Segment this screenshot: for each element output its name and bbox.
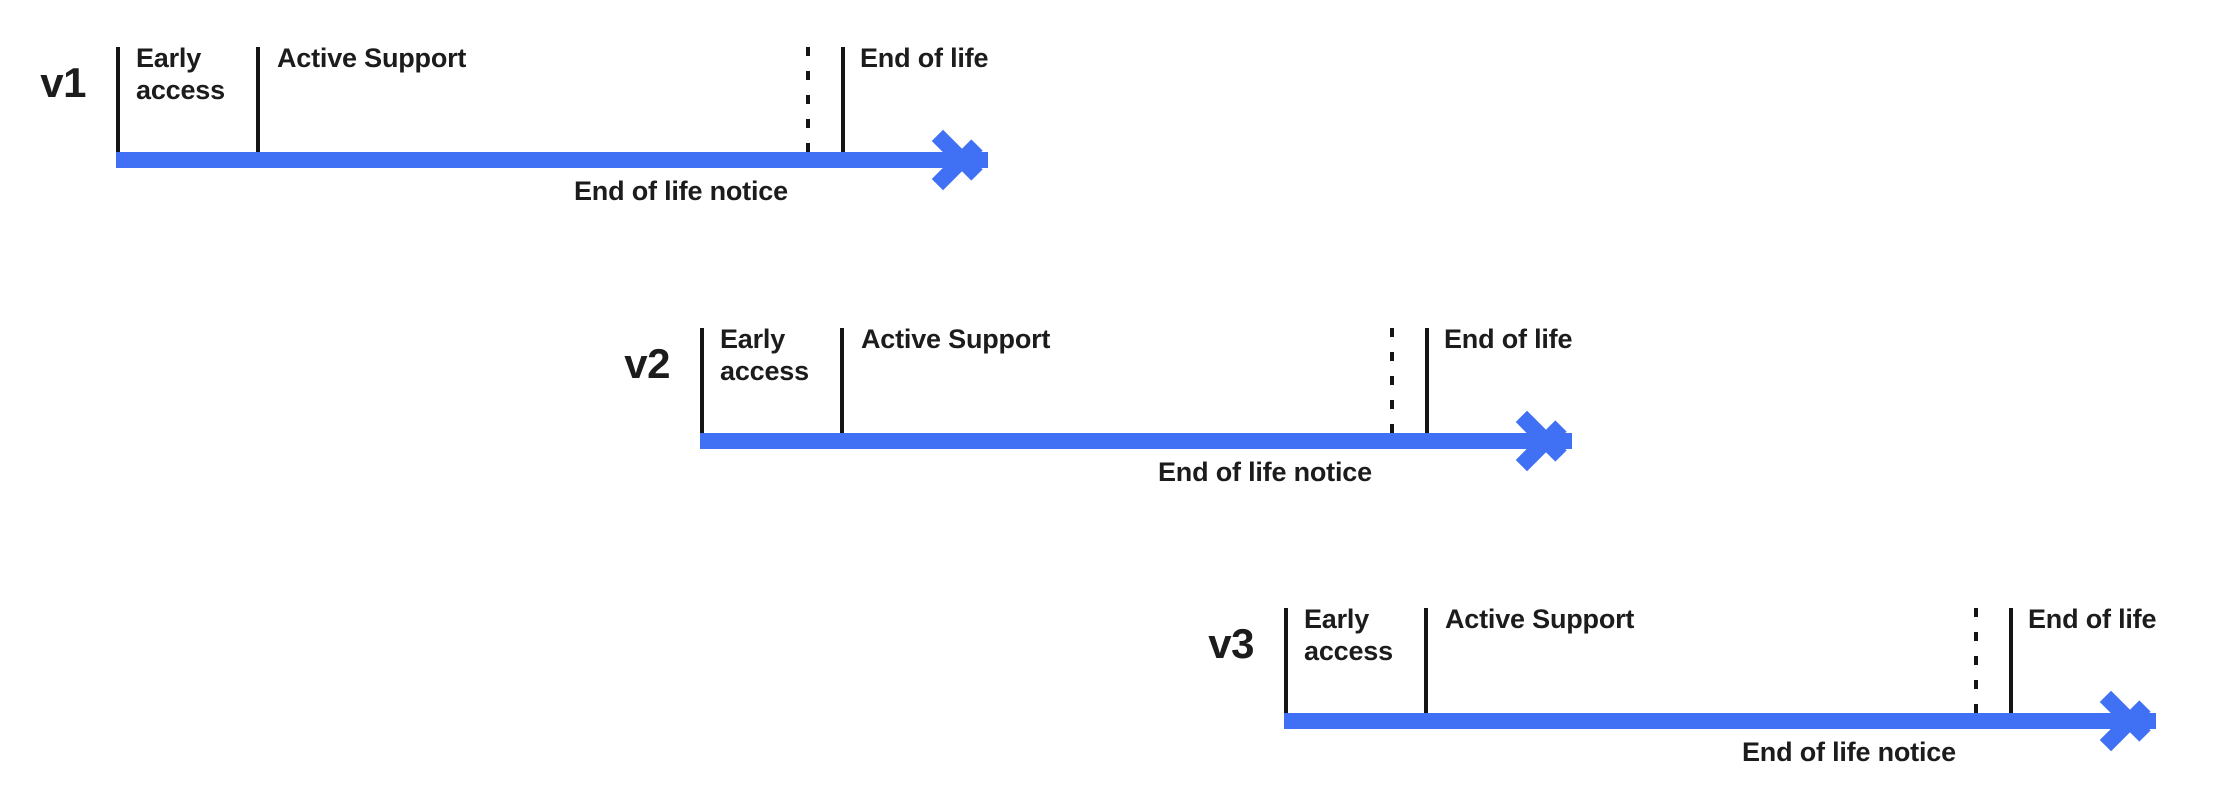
- phase-label-early-access-v1: Early access: [136, 43, 225, 105]
- tick-active-support-start-v3: [1424, 608, 1428, 714]
- phase-label-active-support-v2: Active Support: [861, 324, 1051, 354]
- phase-label-end-of-life-v1: End of life: [860, 43, 989, 73]
- arrowhead-icon-v1: [931, 122, 1016, 198]
- notice-label-v2: End of life notice: [1158, 457, 1372, 487]
- timeline-row-v1: v1 Early access Active Support End of li…: [0, 0, 2228, 230]
- lifecycle-bar-v3: [1284, 713, 2156, 729]
- tick-early-access-start-v3: [1284, 608, 1288, 714]
- notice-label-v1: End of life notice: [574, 176, 788, 206]
- timeline-row-v3: v3 Early access Active Support End of li…: [0, 561, 2228, 791]
- phase-label-active-support-v1: Active Support: [277, 43, 467, 73]
- tick-end-of-life-start-v2: [1425, 328, 1429, 434]
- tick-active-support-start-v2: [840, 328, 844, 434]
- version-label-v1: v1: [40, 59, 86, 106]
- tick-active-support-start-v1: [256, 47, 260, 153]
- tick-end-of-life-start-v3: [2009, 608, 2013, 714]
- lifecycle-bar-v1: [116, 152, 988, 168]
- tick-end-of-life-notice-v3: [1974, 608, 1978, 714]
- arrowhead-icon-v3: [2099, 683, 2184, 759]
- phase-label-end-of-life-v2: End of life: [1444, 324, 1573, 354]
- phase-label-early-access-v3: Early access: [1304, 604, 1393, 666]
- phase-label-end-of-life-v3: End of life: [2028, 604, 2157, 634]
- tick-early-access-start-v2: [700, 328, 704, 434]
- version-label-v3: v3: [1208, 620, 1254, 667]
- notice-label-v3: End of life notice: [1742, 737, 1956, 767]
- tick-early-access-start-v1: [116, 47, 120, 153]
- tick-end-of-life-notice-v2: [1390, 328, 1394, 434]
- timeline-row-v2: v2 Early access Active Support End of li…: [0, 281, 2228, 511]
- tick-end-of-life-notice-v1: [806, 47, 810, 153]
- phase-label-early-access-v2: Early access: [720, 324, 809, 386]
- lifecycle-bar-v2: [700, 433, 1572, 449]
- phase-label-active-support-v3: Active Support: [1445, 604, 1635, 634]
- tick-end-of-life-start-v1: [841, 47, 845, 153]
- arrowhead-icon-v2: [1515, 403, 1600, 479]
- version-label-v2: v2: [624, 340, 670, 387]
